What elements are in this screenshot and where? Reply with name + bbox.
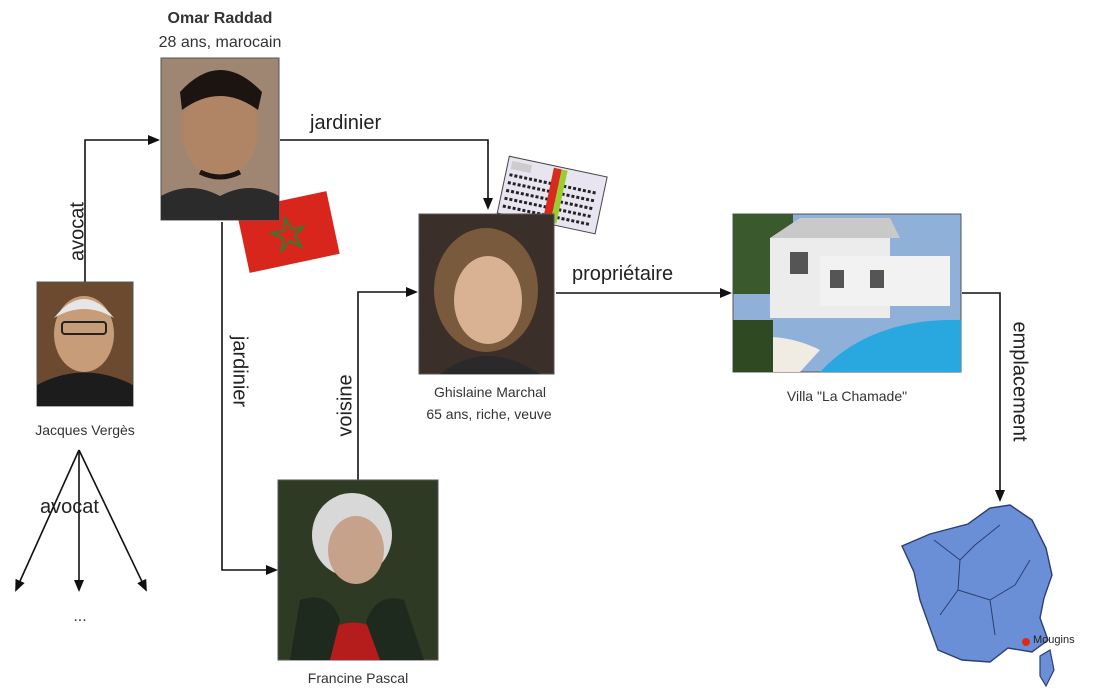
- edge-label-verges-omar: avocat: [66, 202, 89, 261]
- marchal-photo: [418, 213, 555, 375]
- omar-desc: 28 ans, marocain: [158, 34, 282, 51]
- edge-villa-mougins: [962, 292, 1005, 502]
- edge-verges-others-right: [78, 449, 147, 592]
- mougins-marker: [1022, 638, 1030, 646]
- marchal-name: Ghislaine Marchal: [433, 384, 547, 400]
- marchal-desc: 65 ans, riche, veuve: [426, 406, 552, 422]
- omar-photo: [160, 57, 280, 221]
- pascal-name: Francine Pascal: [307, 670, 409, 686]
- verges-name: Jacques Vergès: [35, 422, 135, 438]
- villa-photo: [732, 213, 962, 373]
- edge-omar-pascal: [221, 222, 278, 575]
- edge-verges-others-left: [15, 449, 80, 592]
- edge-label-verges-others: avocat: [40, 496, 99, 518]
- mougins-label: Mougins: [1033, 634, 1075, 646]
- edge-verges-omar: [84, 135, 160, 282]
- ellipsis-label: ...: [73, 608, 87, 625]
- edge-label-villa-mougins: emplacement: [1008, 321, 1031, 442]
- edge-label-omar-pascal: jardinier: [228, 335, 251, 408]
- edge-label-omar-marchal: jardinier: [310, 112, 382, 134]
- edge-label-pascal-marchal: voisine: [334, 374, 357, 437]
- villa-name: Villa "La Chamade": [786, 388, 908, 404]
- pascal-photo: [277, 479, 439, 661]
- omar-name: Omar Raddad: [167, 10, 273, 27]
- edge-label-marchal-villa: propriétaire: [572, 263, 674, 285]
- verges-photo: [36, 281, 134, 407]
- edge-omar-marchal: [280, 139, 493, 210]
- edge-pascal-marchal: [357, 287, 418, 480]
- france-map-icon: [901, 504, 1055, 688]
